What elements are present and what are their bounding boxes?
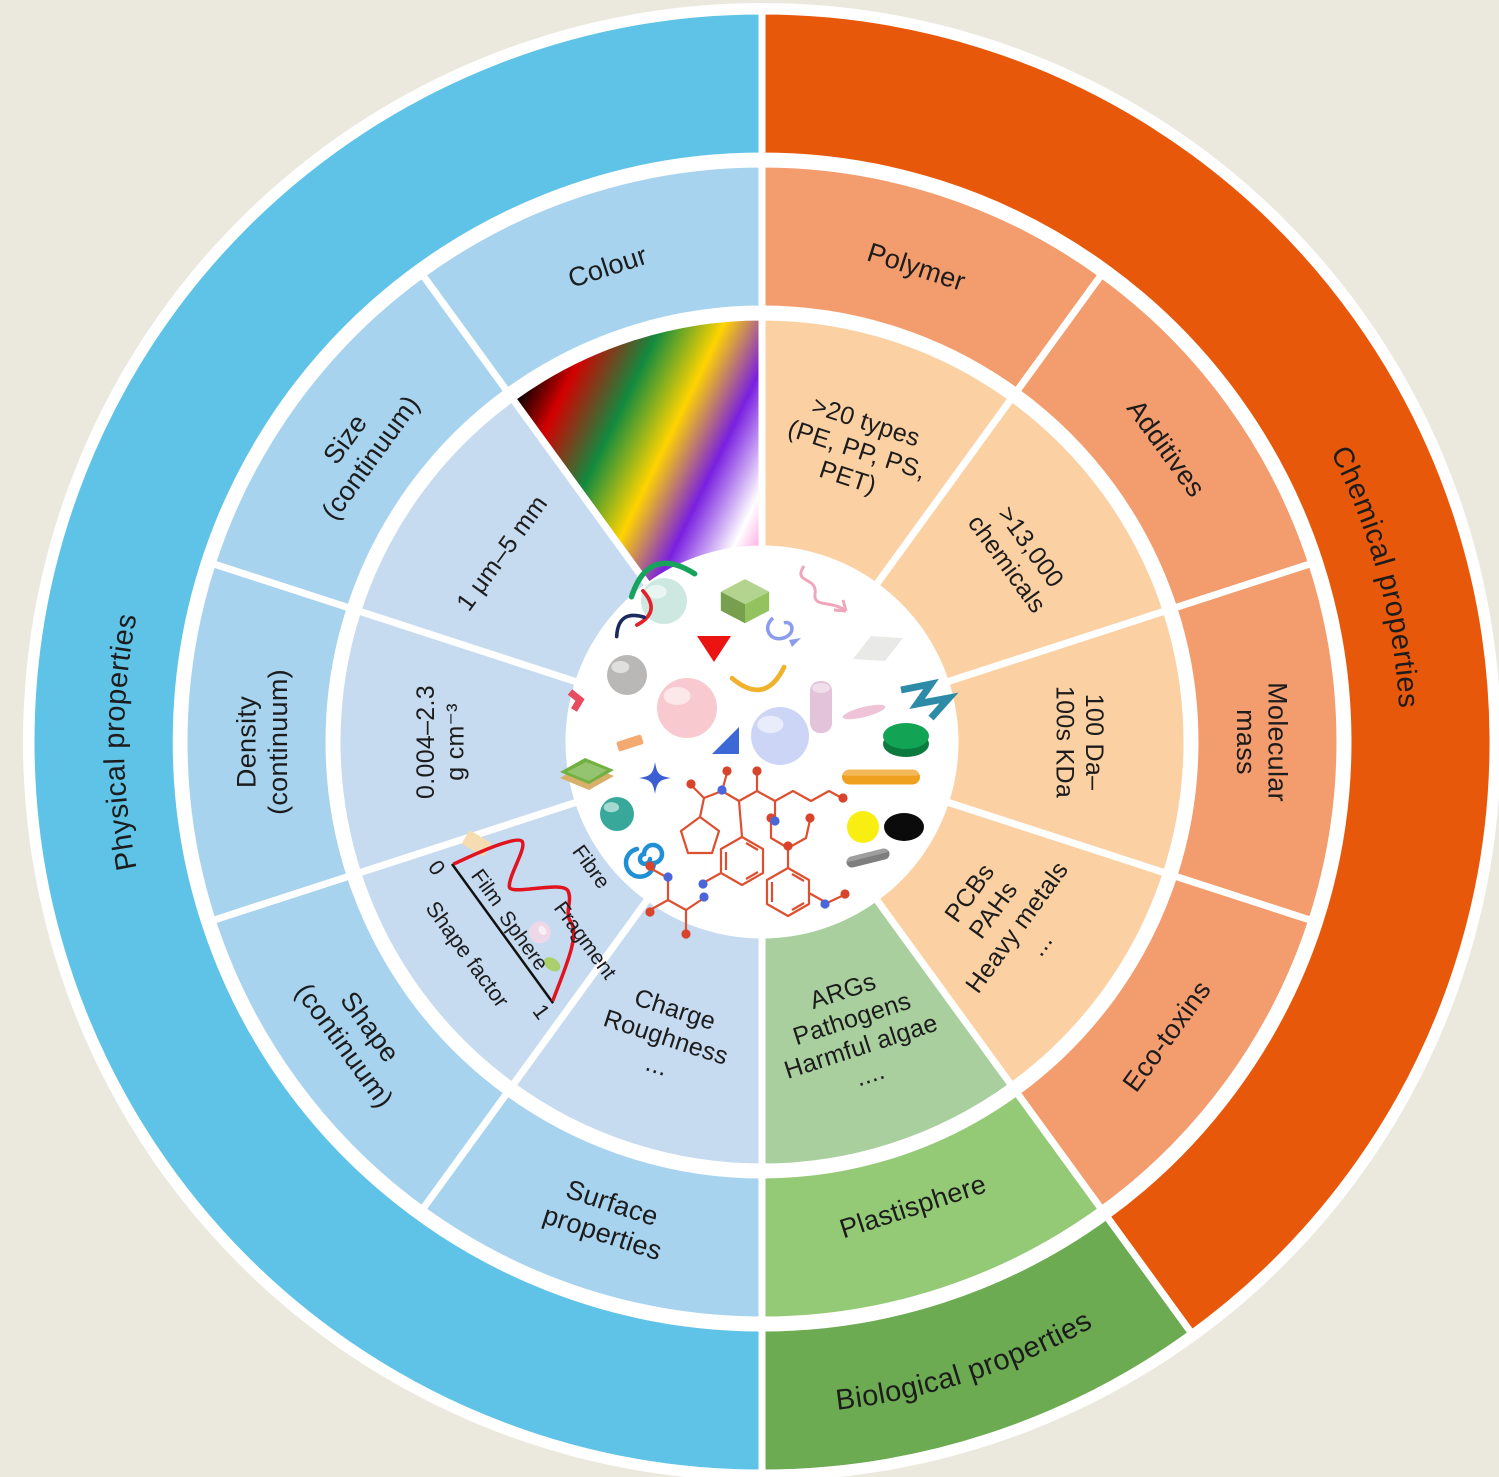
orange-rod-icon — [842, 769, 920, 785]
pink-sphere-icon — [657, 678, 717, 738]
shape-factor-axis — [450, 863, 555, 1004]
sector-chemical — [758, 7, 1497, 1337]
label-molecular-mass: Molecularmass — [1231, 682, 1293, 802]
blue-curl-arrow-icon — [766, 616, 801, 647]
label-molecular-value: 100 Da–100s KDa — [1051, 686, 1108, 798]
green-arc-fibre-icon — [628, 560, 698, 600]
navy-arc-fibre-icon — [614, 613, 647, 639]
shape-distribution-curve — [452, 838, 576, 1002]
pink-cylinder-icon — [810, 681, 832, 733]
sector-colour — [418, 160, 766, 396]
yellow-circle-icon — [847, 811, 879, 843]
pink-sliver-icon — [842, 704, 886, 720]
blue-triangle-icon — [712, 727, 739, 754]
orange-chip-icon — [616, 734, 644, 752]
blue-spiral-icon — [623, 842, 665, 879]
red-arc-fibre-icon — [635, 588, 653, 627]
fragment-icon — [543, 957, 561, 972]
teal-zigzag-icon — [900, 678, 959, 721]
teal-sphere-icon — [600, 797, 634, 831]
gray-sphere-icon — [607, 655, 647, 695]
red-triangle-icon — [697, 636, 731, 662]
green-cube-icon — [720, 579, 770, 624]
sector-biological — [758, 1212, 1196, 1477]
lavender-sphere-icon — [751, 707, 809, 765]
red-shard-icon — [567, 689, 585, 712]
label-density: Density(continuum) — [232, 669, 294, 815]
pale-teal-sphere-icon — [641, 578, 687, 624]
green-flat-square-icon — [560, 758, 614, 790]
black-ellipse-icon — [884, 813, 924, 841]
blue-sparkle-icon — [639, 762, 671, 794]
sector-physical — [27, 7, 766, 1477]
microplastic-shapes — [560, 560, 959, 879]
green-cylinder-icon — [883, 723, 929, 757]
gray-parallelogram-icon — [853, 636, 903, 661]
label-density-value: 0.004–2.3g cm⁻³ — [412, 685, 469, 799]
gray-rod-icon — [845, 847, 890, 868]
pink-wavy-arrow-icon — [799, 565, 848, 613]
gold-arc-fibre-icon — [729, 664, 787, 693]
polymer-molecule-illustration — [645, 766, 850, 939]
